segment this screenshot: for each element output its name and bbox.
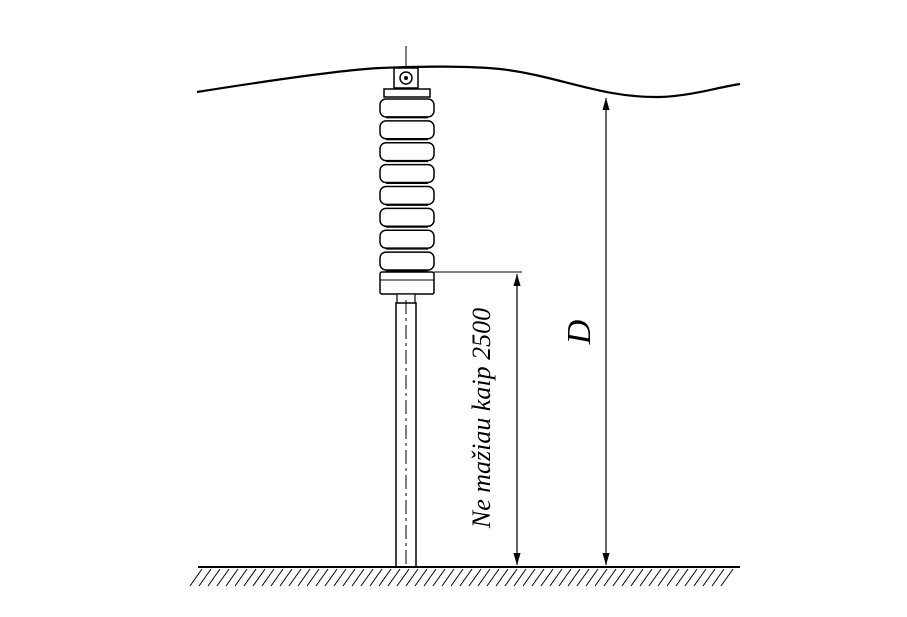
hatch-line [630,568,644,587]
hatch-line [252,568,266,587]
hatch-line [189,568,203,587]
insulator-sheds [379,98,435,272]
hatch-line [675,568,689,587]
hatch-line [693,568,707,587]
hatch-line [324,568,338,587]
hatch-line [198,568,212,587]
hatch-line [243,568,257,587]
hatch-line [261,568,275,587]
insulator-shed [379,142,435,162]
hatch-line [288,568,302,587]
hatch-line [441,568,455,587]
hatch-line [666,568,680,587]
hatch-line [684,568,698,587]
min-height-label: Ne mažiau kaip 2500 [467,308,496,529]
hatch-line [711,568,725,587]
insulator-shed [379,229,435,249]
hatch-line [576,568,590,587]
total-height-label: D [561,319,598,345]
hatch-line [531,568,545,587]
hatch-line [459,568,473,587]
hatch-line [720,568,734,587]
hatch-line [504,568,518,587]
hatch-line [297,568,311,587]
hatch-line [468,568,482,587]
support-pole [395,300,417,568]
insulator-shed [379,251,435,271]
hatch-line [387,568,401,587]
hatch-line [369,568,383,587]
hatch-line [216,568,230,587]
hatch-line [342,568,356,587]
hatch-line [360,568,374,587]
insulator-shed [379,185,435,206]
hatch-line [279,568,293,587]
insulator-shed [379,163,435,184]
hatch-line [549,568,563,587]
hatch-line [207,568,221,587]
insulator-shed [379,207,435,227]
hatch-line [270,568,284,587]
hatch-line [648,568,662,587]
hatch-line [333,568,347,587]
hatch-line [351,568,365,587]
hatch-line [432,568,446,587]
hatch-line [540,568,554,587]
hatch-line [522,568,536,587]
hatch-line [702,568,716,587]
hatch-line [621,568,635,587]
hatch-line [405,568,419,587]
hatch-line [639,568,653,587]
insulator-shed [379,98,435,118]
hatch-line [603,568,617,587]
overhead-conductor [196,65,741,99]
ground-hatching [189,566,740,587]
conductor-clamp [393,67,419,89]
hatch-line [225,568,239,587]
hatch-line [594,568,608,587]
hatch-line [513,568,527,587]
hatch-line [657,568,671,587]
hatch-line [234,568,248,587]
hatch-line [450,568,464,587]
hatch-line [495,568,509,587]
hatch-line [567,568,581,587]
post-insulator [379,88,435,295]
hatch-line [477,568,491,587]
hatch-line [306,568,320,587]
hatch-line [585,568,599,587]
insulator-shed [379,120,435,140]
hatch-line [612,568,626,587]
hatch-line [558,568,572,587]
hatch-line [396,568,410,587]
hatch-line [315,568,329,587]
hatch-line [486,568,500,587]
hatch-line [378,568,392,587]
hatch-line [423,568,437,587]
hatch-line [414,568,428,587]
